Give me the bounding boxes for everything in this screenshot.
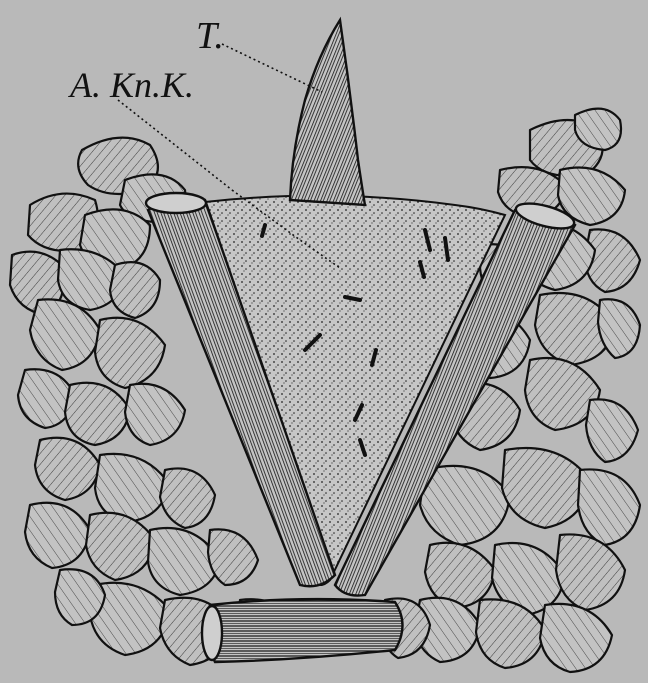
label-akn: A. Kn.K. — [68, 65, 194, 105]
bottom-log — [206, 599, 403, 662]
left-plank-end — [146, 193, 206, 213]
bottom-log-end — [202, 606, 222, 660]
upright-stake — [290, 20, 365, 205]
leader-t — [222, 44, 322, 92]
label-t: T. — [196, 15, 224, 57]
